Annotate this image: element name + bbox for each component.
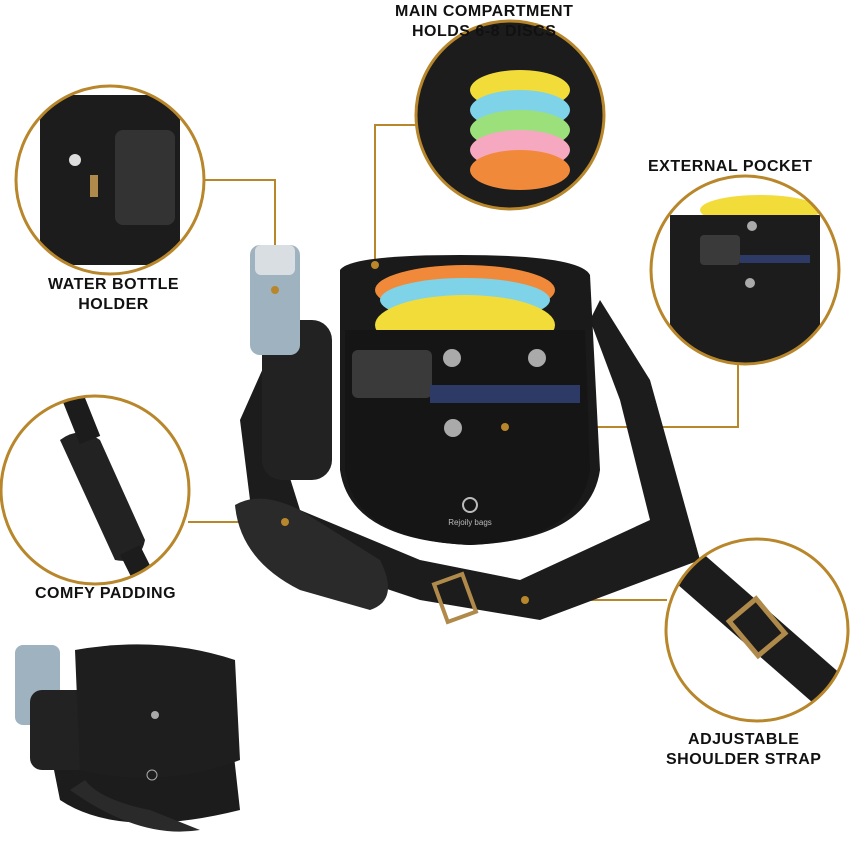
detail-shoulder-strap	[667, 540, 847, 720]
logo-text: Rejoily bags	[448, 518, 492, 527]
logo-mark	[462, 497, 478, 513]
label-external-pocket: EXTERNAL POCKET	[648, 158, 813, 175]
padding	[235, 498, 388, 610]
leader-dot	[271, 286, 279, 294]
detail-main-compartment	[417, 22, 603, 208]
callout-circle-shoulder-strap	[664, 537, 850, 723]
closed-bag-flap	[75, 644, 240, 778]
leader-main-compartment	[374, 124, 417, 265]
leader-dot	[521, 596, 529, 604]
water-bottle-cap	[255, 245, 295, 275]
label-line: SHOULDER STRAP	[666, 751, 822, 768]
closed-bag-mesh	[30, 690, 90, 770]
closed-bag	[15, 644, 240, 832]
card-pocket	[430, 385, 580, 403]
label-line: HOLDS 6-8 DISCS	[411, 23, 557, 40]
label-line: ADJUSTABLE	[688, 731, 800, 748]
leader-dot	[281, 518, 289, 526]
label-line: MAIN COMPARTMENT	[395, 3, 574, 20]
label-main-compartment: MAIN COMPARTMENT HOLDS 6-8 DISCS	[395, 2, 573, 42]
label-shoulder-strap: ADJUSTABLE SHOULDER STRAP	[666, 730, 821, 770]
label-water-bottle: WATER BOTTLE HOLDER	[48, 275, 179, 315]
bottle-holder-mesh	[262, 320, 332, 480]
phone	[352, 350, 432, 398]
detail-comfy-padding	[2, 397, 188, 583]
leader-dot	[371, 261, 379, 269]
shoulder-strap	[240, 300, 700, 620]
label-comfy-padding: COMFY PADDING	[35, 585, 177, 602]
callout-circle-water-bottle	[14, 84, 206, 276]
label-line: HOLDER	[78, 296, 149, 313]
snap-button	[528, 349, 546, 367]
callout-circle-external-pocket	[649, 174, 841, 366]
detail-external-pocket	[652, 177, 838, 363]
strap-buckle	[431, 571, 479, 625]
closed-bag-padding	[70, 780, 200, 832]
closed-bag-logo	[146, 769, 158, 781]
snap-button	[444, 419, 462, 437]
detail-water-bottle	[17, 87, 203, 273]
leader-dot	[501, 423, 509, 431]
callout-circle-comfy-padding	[0, 394, 191, 586]
callout-circle-main-compartment	[414, 19, 606, 211]
label-line: WATER BOTTLE	[48, 276, 180, 293]
snap-button	[443, 349, 461, 367]
leader-dots	[271, 261, 529, 604]
closed-bag-snap	[151, 711, 159, 719]
main-bag: Rejoily bags	[235, 245, 700, 625]
